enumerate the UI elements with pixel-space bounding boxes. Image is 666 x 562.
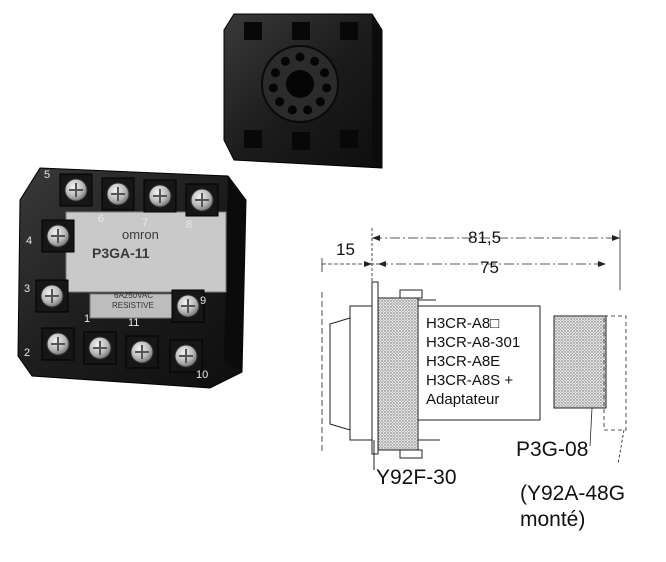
terminal-number: 4 <box>26 235 32 247</box>
dimension-drawing <box>321 228 627 470</box>
terminal-number: 10 <box>196 369 208 381</box>
pin-hole <box>303 105 313 115</box>
socket-pin-holes <box>268 52 332 115</box>
socket-brand: omron <box>122 227 159 242</box>
dim-overall: 81,5 <box>468 228 502 247</box>
bracket-label: Y92F-30 <box>376 466 457 489</box>
model-item: Adaptateur <box>426 391 500 408</box>
socket-model: P3GA-11 <box>92 245 150 261</box>
pin-hole <box>270 68 280 78</box>
terminal-number: 9 <box>200 295 206 307</box>
model-item: H3CR-A8E <box>426 353 501 370</box>
socket-top-photo <box>223 13 383 169</box>
note-line-2: monté) <box>520 508 586 531</box>
terminal-number: 2 <box>24 347 30 359</box>
terminal-number: 8 <box>186 219 192 231</box>
socket-front-photo: omron P3GA-11 6A250VAC RESISTIVE 5 6 7 8 4 3 9… <box>17 167 247 389</box>
note-line-1: (Y92A-48G <box>520 482 626 505</box>
pin-hole <box>280 56 290 66</box>
dim-body: 75 <box>480 258 499 277</box>
pin-hole <box>268 83 278 93</box>
rating-voltage: 6A250VAC <box>114 291 153 300</box>
terminal-screws <box>35 173 219 373</box>
pin-hole <box>287 105 297 115</box>
terminal-number: 7 <box>142 217 148 229</box>
model-item: H3CR-A8□ <box>426 315 500 332</box>
terminal-number: 11 <box>128 317 139 329</box>
pin-hole <box>322 83 332 93</box>
terminal-number: 6 <box>98 213 104 225</box>
dim-front: 15 <box>336 240 355 259</box>
terminal-number: 5 <box>44 169 50 181</box>
terminal-number: 1 <box>84 313 90 325</box>
rating-type: RESISTIVE <box>112 301 154 310</box>
socket-label: P3G-08 <box>516 438 589 461</box>
pin-hole <box>310 56 320 66</box>
terminal-number: 3 <box>24 283 30 295</box>
model-item: H3CR-A8-301 <box>426 334 521 351</box>
pin-hole <box>275 97 285 107</box>
model-item: H3CR-A8S + <box>426 372 514 389</box>
pin-hole <box>315 97 325 107</box>
model-list: H3CR-A8□ H3CR-A8-301 H3CR-A8E H3CR-A8S +… <box>426 314 520 409</box>
pin-hole <box>320 68 330 78</box>
pin-hole <box>295 52 305 62</box>
